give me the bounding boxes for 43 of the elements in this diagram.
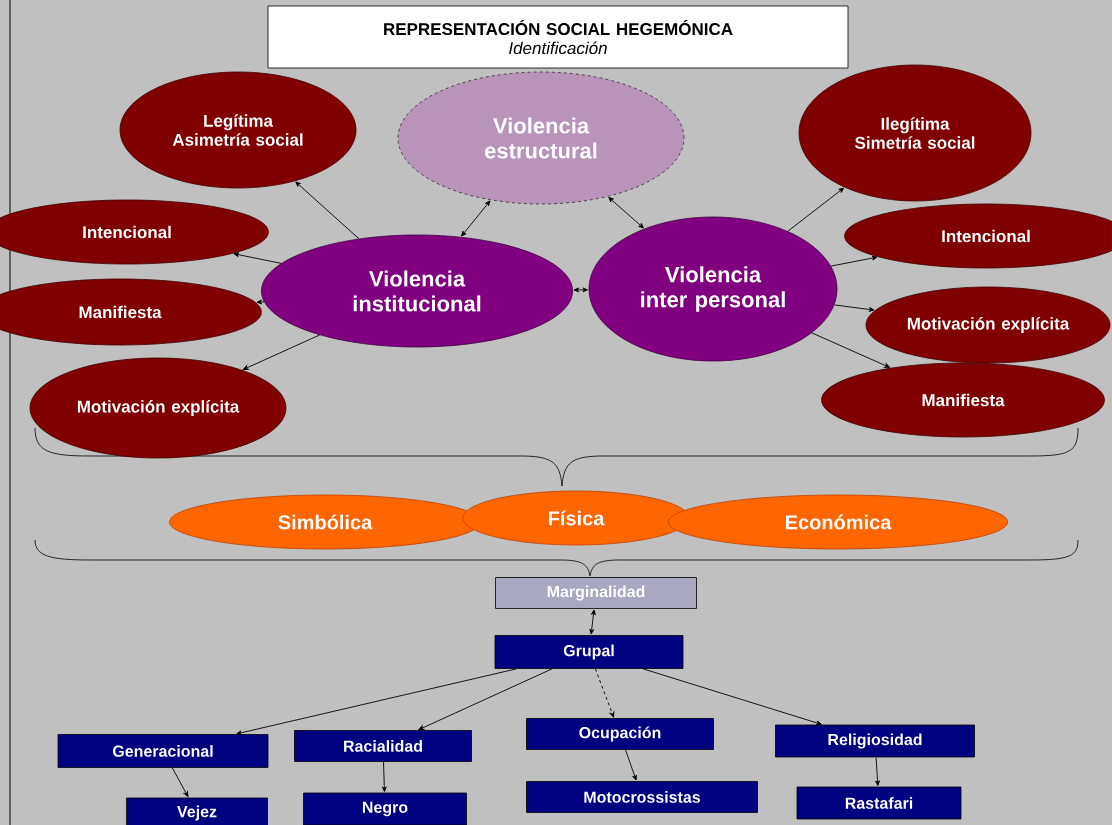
oval: Manifiesta: [821, 362, 1105, 438]
arrow: [256, 299, 265, 305]
category-box: Vejez: [126, 797, 268, 825]
oval: Física: [462, 490, 690, 546]
category-box: Grupal: [494, 635, 684, 669]
arrow: [573, 287, 588, 293]
arrow: [233, 252, 282, 264]
oval: Violencia inter personal: [588, 216, 838, 362]
oval: Intencional: [844, 203, 1112, 269]
oval: Violencia institucional: [261, 234, 573, 348]
oval: Simbólica: [169, 494, 481, 550]
arrow: [236, 668, 517, 736]
arrow: [589, 609, 596, 635]
arrow: [833, 304, 875, 312]
arrow: [381, 761, 387, 792]
category-box: Ocupación: [526, 718, 714, 750]
category-box: Negro: [303, 792, 467, 825]
arrow: [830, 255, 878, 267]
oval: Legítima Asimetría social: [119, 71, 357, 189]
oval: Motivación explícita: [865, 286, 1111, 364]
category-box: Generacional: [57, 734, 269, 768]
category-box: Rastafari: [796, 786, 962, 820]
arrow: [594, 668, 615, 718]
arrow: [295, 181, 360, 240]
oval: Ilegítima Simetría social: [798, 64, 1032, 202]
arrow: [787, 187, 845, 232]
arrow: [811, 332, 890, 368]
arrow: [461, 200, 491, 237]
arrow: [418, 668, 553, 731]
arrow: [642, 668, 822, 726]
category-box: Racialidad: [294, 730, 472, 762]
arrow: [875, 756, 880, 786]
arrow: [608, 197, 644, 229]
arrow: [171, 767, 189, 798]
arrow: [625, 749, 637, 781]
oval: Motivación explícita: [29, 357, 287, 459]
oval: Violencia estructural: [397, 71, 685, 205]
category-box: Marginalidad: [495, 577, 697, 609]
oval: Económica: [667, 494, 1009, 550]
arrow: [242, 334, 320, 370]
category-box: Motocrossistas: [526, 781, 758, 813]
category-box: Religiosidad: [775, 724, 975, 758]
title-box: REPRESENTACIÓN SOCIAL HEGEMÓNICA Identificación: [267, 5, 849, 69]
